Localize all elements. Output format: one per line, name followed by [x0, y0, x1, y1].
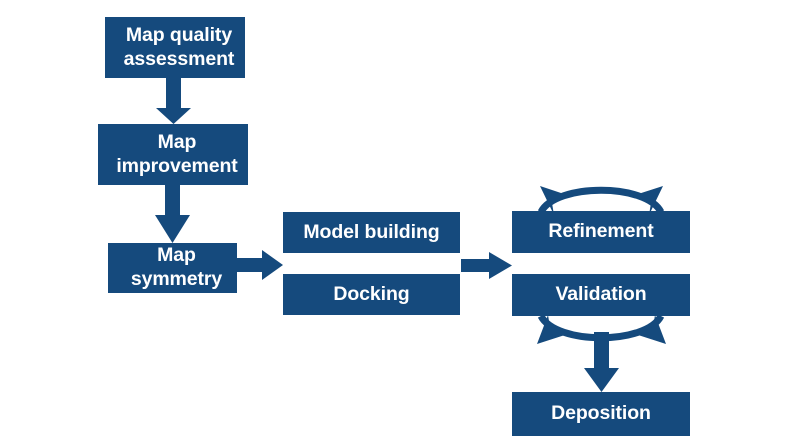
node-docking-label: Docking: [333, 282, 410, 305]
arrow-quality-to-improvement-icon: [156, 78, 191, 124]
arc-bottom-cycle-icon: [537, 313, 666, 344]
node-map-quality-assessment-line1: Map quality: [125, 23, 233, 46]
arrow-improvement-to-symmetry-icon: [155, 185, 190, 243]
node-map-symmetry-line2: symmetry: [130, 268, 223, 290]
node-deposition[interactable]: Deposition: [512, 392, 690, 436]
node-map-improvement-line1: Map: [157, 130, 197, 153]
node-map-improvement-line2: improvement: [116, 154, 238, 177]
node-deposition-label: Deposition: [551, 402, 651, 425]
arrow-validation-to-deposition-icon: [584, 332, 619, 392]
node-model-building[interactable]: Model building: [283, 212, 460, 253]
node-refinement[interactable]: Refinement: [512, 211, 690, 253]
node-map-symmetry-line1: Map: [157, 244, 196, 267]
node-validation[interactable]: Validation: [512, 274, 690, 316]
node-docking[interactable]: Docking: [283, 274, 460, 315]
node-refinement-label: Refinement: [548, 220, 654, 243]
node-validation-label: Validation: [555, 283, 647, 306]
node-map-quality-assessment-line2: assessment: [123, 47, 235, 70]
arrow-building-to-refinement-icon: [461, 252, 512, 279]
node-model-building-label: Model building: [303, 220, 440, 243]
arrow-symmetry-to-building-icon: [237, 250, 283, 280]
